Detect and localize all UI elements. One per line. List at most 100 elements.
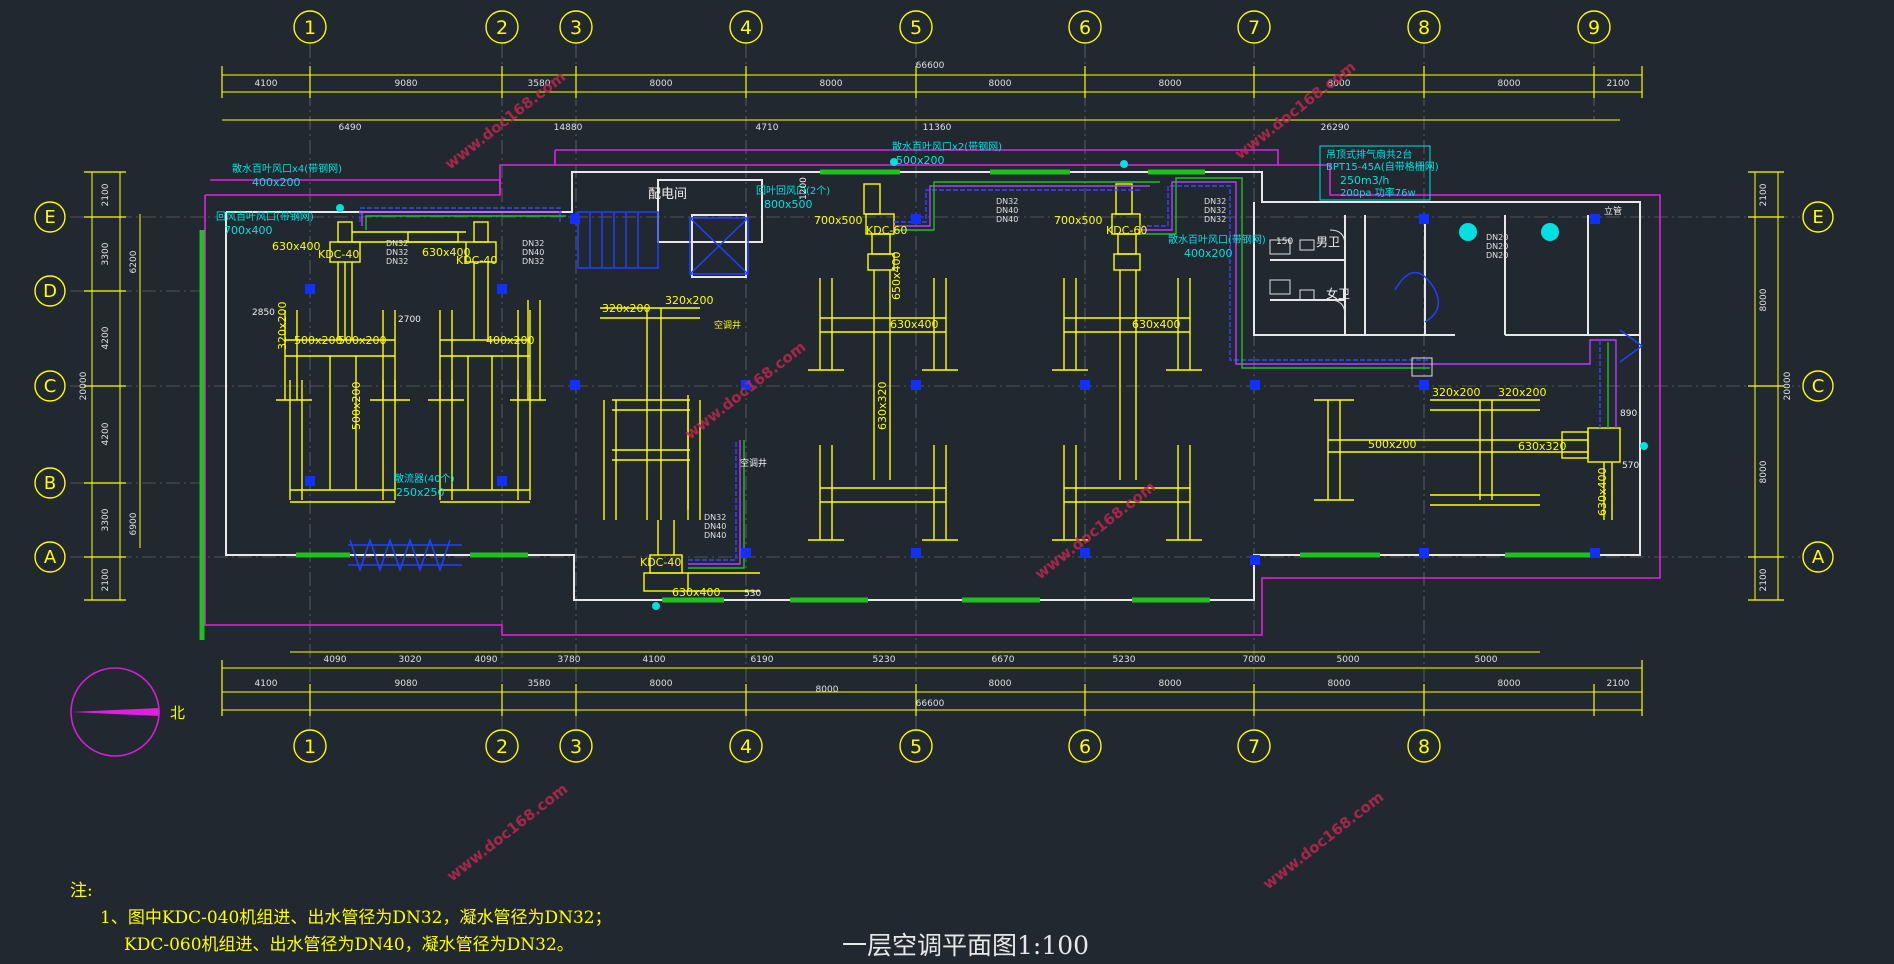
label-air-right-1-size: 400x200 [1184,247,1233,260]
row-label-a: A [44,547,57,568]
dim-text: 8000 [1498,679,1521,689]
dim-text: 2100 [101,568,111,591]
label-duct: 650x400 [890,251,903,300]
watermark: www.doc168.com [443,780,571,885]
label-air-left-2-size: 700x400 [224,224,273,237]
dim-text: 4200 [101,326,111,349]
watermarks: www.doc168.com www.doc168.com www.doc168… [441,58,1387,893]
grid-label-3: 3 [570,17,582,39]
label-women-wc: 女卫 [1326,286,1350,301]
label-dn: DN32 [996,197,1018,206]
watermark: www.doc168.com [1231,58,1359,163]
label-diffuser-size: 250x250 [396,486,445,499]
dim-text: 8000 [989,679,1012,689]
dimension-lines [91,74,1779,711]
row-label-d: D [43,281,57,302]
top-grid-labels: 1 2 3 4 5 6 7 8 9 [304,17,1600,39]
dim-text: 20000 [1783,371,1793,400]
dim-text: 3300 [101,242,111,265]
dim-text: 20000 [79,371,89,400]
grid-bubble [1407,10,1441,44]
dim-text: 8000 [816,685,839,695]
label-duct: 630x400 [1596,467,1609,516]
label-air-left-1: 散水百叶风口x4(带钢网) [232,162,342,175]
grid-bubble [1068,10,1102,44]
grid-bubble [485,10,519,44]
row-labels: E D C B A E C A [43,207,1825,568]
dim-text: 8000 [1159,679,1182,689]
grid-label-3-bottom: 3 [570,736,582,758]
grid-bubble [34,370,66,402]
cyan-labels: 散水百叶风口x4(带钢网) 400x200 回风百叶风口(带钢网) 700x40… [216,140,1439,499]
grid-bubble [1802,370,1834,402]
row-label-c-right: C [1812,376,1825,397]
grid-bubble [1407,729,1441,763]
label-unit-kdc40c: KDC-40 [640,556,681,569]
top-grid-bubbles [293,10,1611,44]
label-dn: DN40 [996,215,1018,224]
top-dimension-texts: 66600 4100 9080 3580 8000 8000 8000 8000… [255,61,1630,133]
dim-text: 8000 [989,79,1012,89]
duct-system [276,183,1621,592]
label-air-right-1: 散水百叶风口(带钢网) [1168,233,1266,246]
label-fan-box-1: 吊顶式排气扇共2台 [1326,148,1412,161]
label-duct: 320x200 [1498,386,1547,399]
dim-top-total: 66600 [916,61,945,71]
grid-label-6: 6 [1079,17,1091,39]
dim-text: 5230 [873,655,896,665]
row-label-e-right: E [1812,207,1823,228]
label-duct: 630x400 [672,586,721,599]
row-label-a-right: A [1812,547,1825,568]
label-duct: 630x320 [1518,440,1567,453]
label-dim: 1200 [799,177,809,200]
dim-text: 2100 [101,183,111,206]
dim-text: 2100 [1607,679,1630,689]
row-bubbles [34,201,1834,573]
label-duct: 500x200 [350,381,363,430]
dim-text: 11360 [923,123,952,133]
dim-text: 2100 [1759,568,1769,591]
dim-text: 5230 [1113,655,1136,665]
grid-label-2: 2 [496,17,508,39]
label-dim: 2850 [252,308,275,318]
label-duct: 630x400 [1132,318,1181,331]
grid-bubble [485,729,519,763]
dim-text: 2100 [1759,183,1769,206]
grid-label-5-bottom: 5 [910,736,922,758]
watermark: www.doc168.com [1031,478,1159,583]
dim-text: 8000 [1759,460,1769,483]
label-dim: 2700 [398,315,421,325]
windows [199,169,1590,640]
grid-bubble [559,10,593,44]
north-arrow-needle [71,708,159,716]
room-labels: 配电间 男卫 女卫 2850 2700 1200 890 570 530 150… [252,177,1639,599]
dim-text: 14880 [554,123,583,133]
label-duct: 500x200 [1368,438,1417,451]
duct-size-labels: 630x400 630x400 KDC-40 KDC-40 500x200 50… [272,214,1609,599]
dim-text: 8000 [650,679,673,689]
grid-bubble [34,275,66,307]
grid-label-4-bottom: 4 [740,736,752,758]
roof-outline [204,149,1661,636]
stairs [348,211,1644,573]
side-dimension-texts: 2100 3300 4200 4200 3300 2100 20000 6200… [79,183,1793,591]
label-duct: 630x400 [890,318,939,331]
label-duct: 320x200 [276,301,289,350]
grid-label-1-bottom: 1 [304,736,316,758]
grid-bubble [1237,10,1271,44]
duct-branch-center-2 [1052,183,1202,541]
label-dn: DN20 [1486,233,1508,242]
row-label-b: B [44,473,56,494]
dim-text: 8000 [820,79,843,89]
dim-text: 6490 [339,123,362,133]
dim-text: 7000 [1243,655,1266,665]
dim-text: 4090 [475,655,498,665]
dim-text: 3300 [101,508,111,531]
dim-text: 4710 [756,123,779,133]
label-dn: DN20 [1486,251,1508,260]
grid-bubble [729,10,763,44]
dim-text: 3020 [399,655,422,665]
exhaust-fans [336,158,1648,610]
label-duct: 500x200 [338,334,387,347]
label-duct: 630x400 [272,240,321,253]
